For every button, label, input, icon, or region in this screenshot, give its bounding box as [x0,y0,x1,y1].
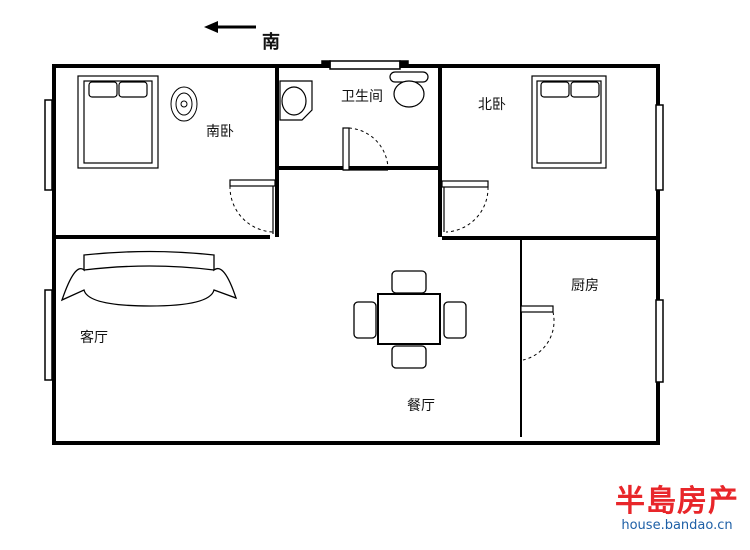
north-bedroom-bed-icon [531,75,607,169]
room-label-kitchen: 厨房 [571,278,599,294]
direction-label: 南 [262,31,280,53]
doors [229,127,555,361]
room-label-bathroom: 卫生间 [341,89,383,105]
brand-url: house.bandao.cn [621,518,733,533]
room-label-north-bedroom: 北卧 [478,97,506,113]
dining-table-icon [353,270,467,369]
room-label-living-room: 客厅 [80,329,108,346]
brand-name: 半島房产 [615,484,739,519]
room-label-dining-room: 餐厅 [407,398,435,414]
room-label-south-bedroom: 南卧 [206,124,234,140]
toilet-icon [389,71,429,108]
windows [44,60,664,383]
round-table-icon [170,86,198,122]
south-bedroom-bed-icon [77,75,159,169]
sink-icon [279,80,313,121]
brand-logo: 半島房产 house.bandao.cn [612,486,742,534]
sofa-icon [60,250,238,307]
north-arrow-icon [204,21,256,33]
